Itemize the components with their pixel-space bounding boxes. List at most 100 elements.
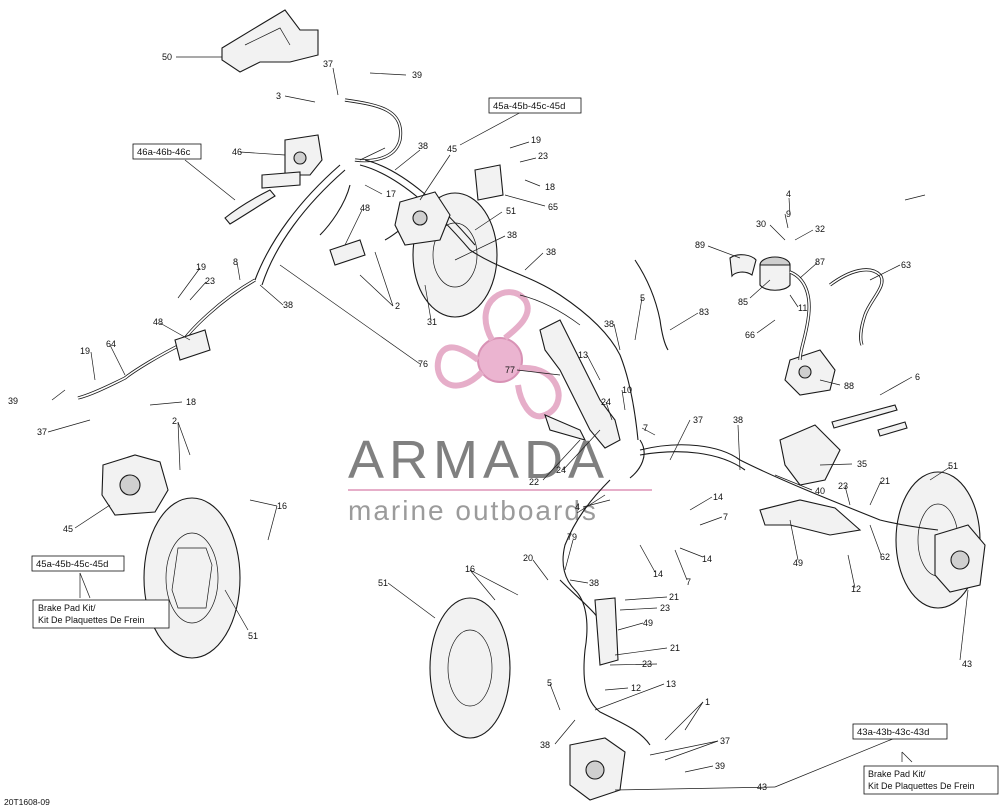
- switch-65: [474, 164, 504, 201]
- callout-48-b: 48: [153, 317, 163, 327]
- callout-83: 83: [699, 307, 709, 317]
- callout-4-center: 4: [575, 502, 580, 512]
- callout-3: 3: [276, 91, 281, 101]
- callout-38-h: 38: [540, 740, 550, 750]
- callout-4-top: 4: [786, 189, 791, 199]
- callout-38-d: 38: [283, 300, 293, 310]
- leader-lines: [47, 56, 969, 791]
- diagram-code: 20T1608-09: [4, 797, 50, 807]
- caliper-lower-center-43: [569, 737, 626, 801]
- callout-7-a: 7: [643, 423, 648, 433]
- kit-box-left: Brake Pad Kit/ Kit De Plaquettes De Frei…: [32, 599, 170, 629]
- callout-51-right: 51: [948, 461, 958, 471]
- callout-45-top: 45: [447, 144, 457, 154]
- brake-hose-76: [519, 294, 581, 326]
- callout-8: 8: [233, 257, 238, 267]
- kit-right-line2: Kit De Plaquettes De Frein: [868, 781, 975, 791]
- reservoir-85: [759, 256, 791, 291]
- callout-22: 22: [529, 477, 539, 487]
- callout-43-bottom: 43: [757, 782, 767, 792]
- watermark-brand-name: ARMADA: [348, 430, 609, 490]
- callout-24-a: 24: [601, 397, 611, 407]
- callout-65: 65: [548, 202, 558, 212]
- callout-66: 66: [745, 330, 755, 340]
- master-cylinder-46: [224, 134, 323, 225]
- callout-51-center: 51: [378, 578, 388, 588]
- callout-1: 1: [705, 697, 710, 707]
- callout-7-c: 7: [686, 577, 691, 587]
- caliper-right-43: [934, 524, 986, 593]
- callout-39-bottom: 39: [715, 761, 725, 771]
- callout-23-b: 23: [205, 276, 215, 286]
- callout-79: 79: [567, 532, 577, 542]
- callout-21-b: 21: [669, 592, 679, 602]
- callout-62: 62: [880, 552, 890, 562]
- callout-63: 63: [901, 260, 911, 270]
- callout-48-a: 48: [360, 203, 370, 213]
- callout-37-bottom: 37: [720, 736, 730, 746]
- kit-left-line2: Kit De Plaquettes De Frein: [38, 615, 145, 625]
- callout-88: 88: [844, 381, 854, 391]
- callout-7-b: 7: [723, 512, 728, 522]
- callout-2-left: 2: [172, 416, 177, 426]
- callout-30: 30: [756, 219, 766, 229]
- callout-13-a: 13: [578, 350, 588, 360]
- reference-box-46: 46a-46b-46c: [132, 143, 202, 160]
- reservoir-hose-87: [789, 270, 811, 361]
- callout-38-e: 38: [604, 319, 614, 329]
- callout-12-a: 12: [851, 584, 861, 594]
- callout-87: 87: [815, 257, 825, 267]
- mounting-bracket-50: [221, 9, 319, 73]
- kit-box-right: Brake Pad Kit/ Kit De Plaquettes De Frei…: [863, 765, 999, 795]
- callout-38-b: 38: [507, 230, 517, 240]
- callout-39-left: 39: [8, 396, 18, 406]
- callout-64: 64: [106, 339, 116, 349]
- callout-51-top: 51: [506, 206, 516, 216]
- distribution-block-48: [174, 239, 366, 361]
- callout-39-top: 39: [412, 70, 422, 80]
- callout-14-a: 14: [713, 492, 723, 502]
- callout-43-right: 43: [962, 659, 972, 669]
- caliper-lower-left-45: [101, 454, 169, 516]
- callout-38-g: 38: [589, 578, 599, 588]
- callout-17: 17: [386, 189, 396, 199]
- kit-left-line1: Brake Pad Kit/: [38, 603, 96, 613]
- callout-77: 77: [505, 365, 515, 375]
- callout-38-a: 38: [418, 141, 428, 151]
- callout-10: 10: [622, 385, 632, 395]
- callout-46: 46: [232, 147, 242, 157]
- callout-40: 40: [815, 486, 825, 496]
- callout-23-a: 23: [538, 151, 548, 161]
- junction-bracket-49-lower: [594, 597, 619, 666]
- reference-46-label: 46a-46b-46c: [137, 147, 191, 158]
- callout-18-a: 18: [545, 182, 555, 192]
- reservoir-hose-63: [829, 268, 884, 346]
- callout-16-left: 16: [277, 501, 287, 511]
- callout-89: 89: [695, 240, 705, 250]
- callout-19-b: 19: [196, 262, 206, 272]
- callout-6: 6: [915, 372, 920, 382]
- callout-23-c: 23: [838, 481, 848, 491]
- callout-numbers: 50 3 37 39 46 45 38 19 23 18 65 17 48 51…: [8, 52, 972, 792]
- callout-38-c: 38: [546, 247, 556, 257]
- callout-20: 20: [523, 553, 533, 563]
- callout-24-b: 24: [556, 465, 566, 475]
- callout-11: 11: [798, 303, 807, 313]
- bracket-49: [759, 499, 862, 536]
- callout-76: 76: [418, 359, 428, 369]
- brake-pedal-77: [539, 319, 621, 449]
- watermark-subtitle: marine outboards: [348, 495, 598, 526]
- callout-18-b: 18: [186, 397, 196, 407]
- callout-21-a: 21: [880, 476, 890, 486]
- callout-12-b: 12: [631, 683, 641, 693]
- callout-19-c: 19: [80, 346, 90, 356]
- sleeve-89: [729, 254, 757, 278]
- callout-49-a: 49: [793, 558, 803, 568]
- bracket-35: [779, 424, 841, 486]
- callout-45-left: 45: [63, 524, 73, 534]
- reference-45-top-label: 45a-45b-45c-45d: [493, 101, 565, 112]
- rear-master-cylinder-88: [784, 349, 836, 396]
- reference-45-left-label: 45a-45b-45c-45d: [36, 559, 108, 570]
- callout-32: 32: [815, 224, 825, 234]
